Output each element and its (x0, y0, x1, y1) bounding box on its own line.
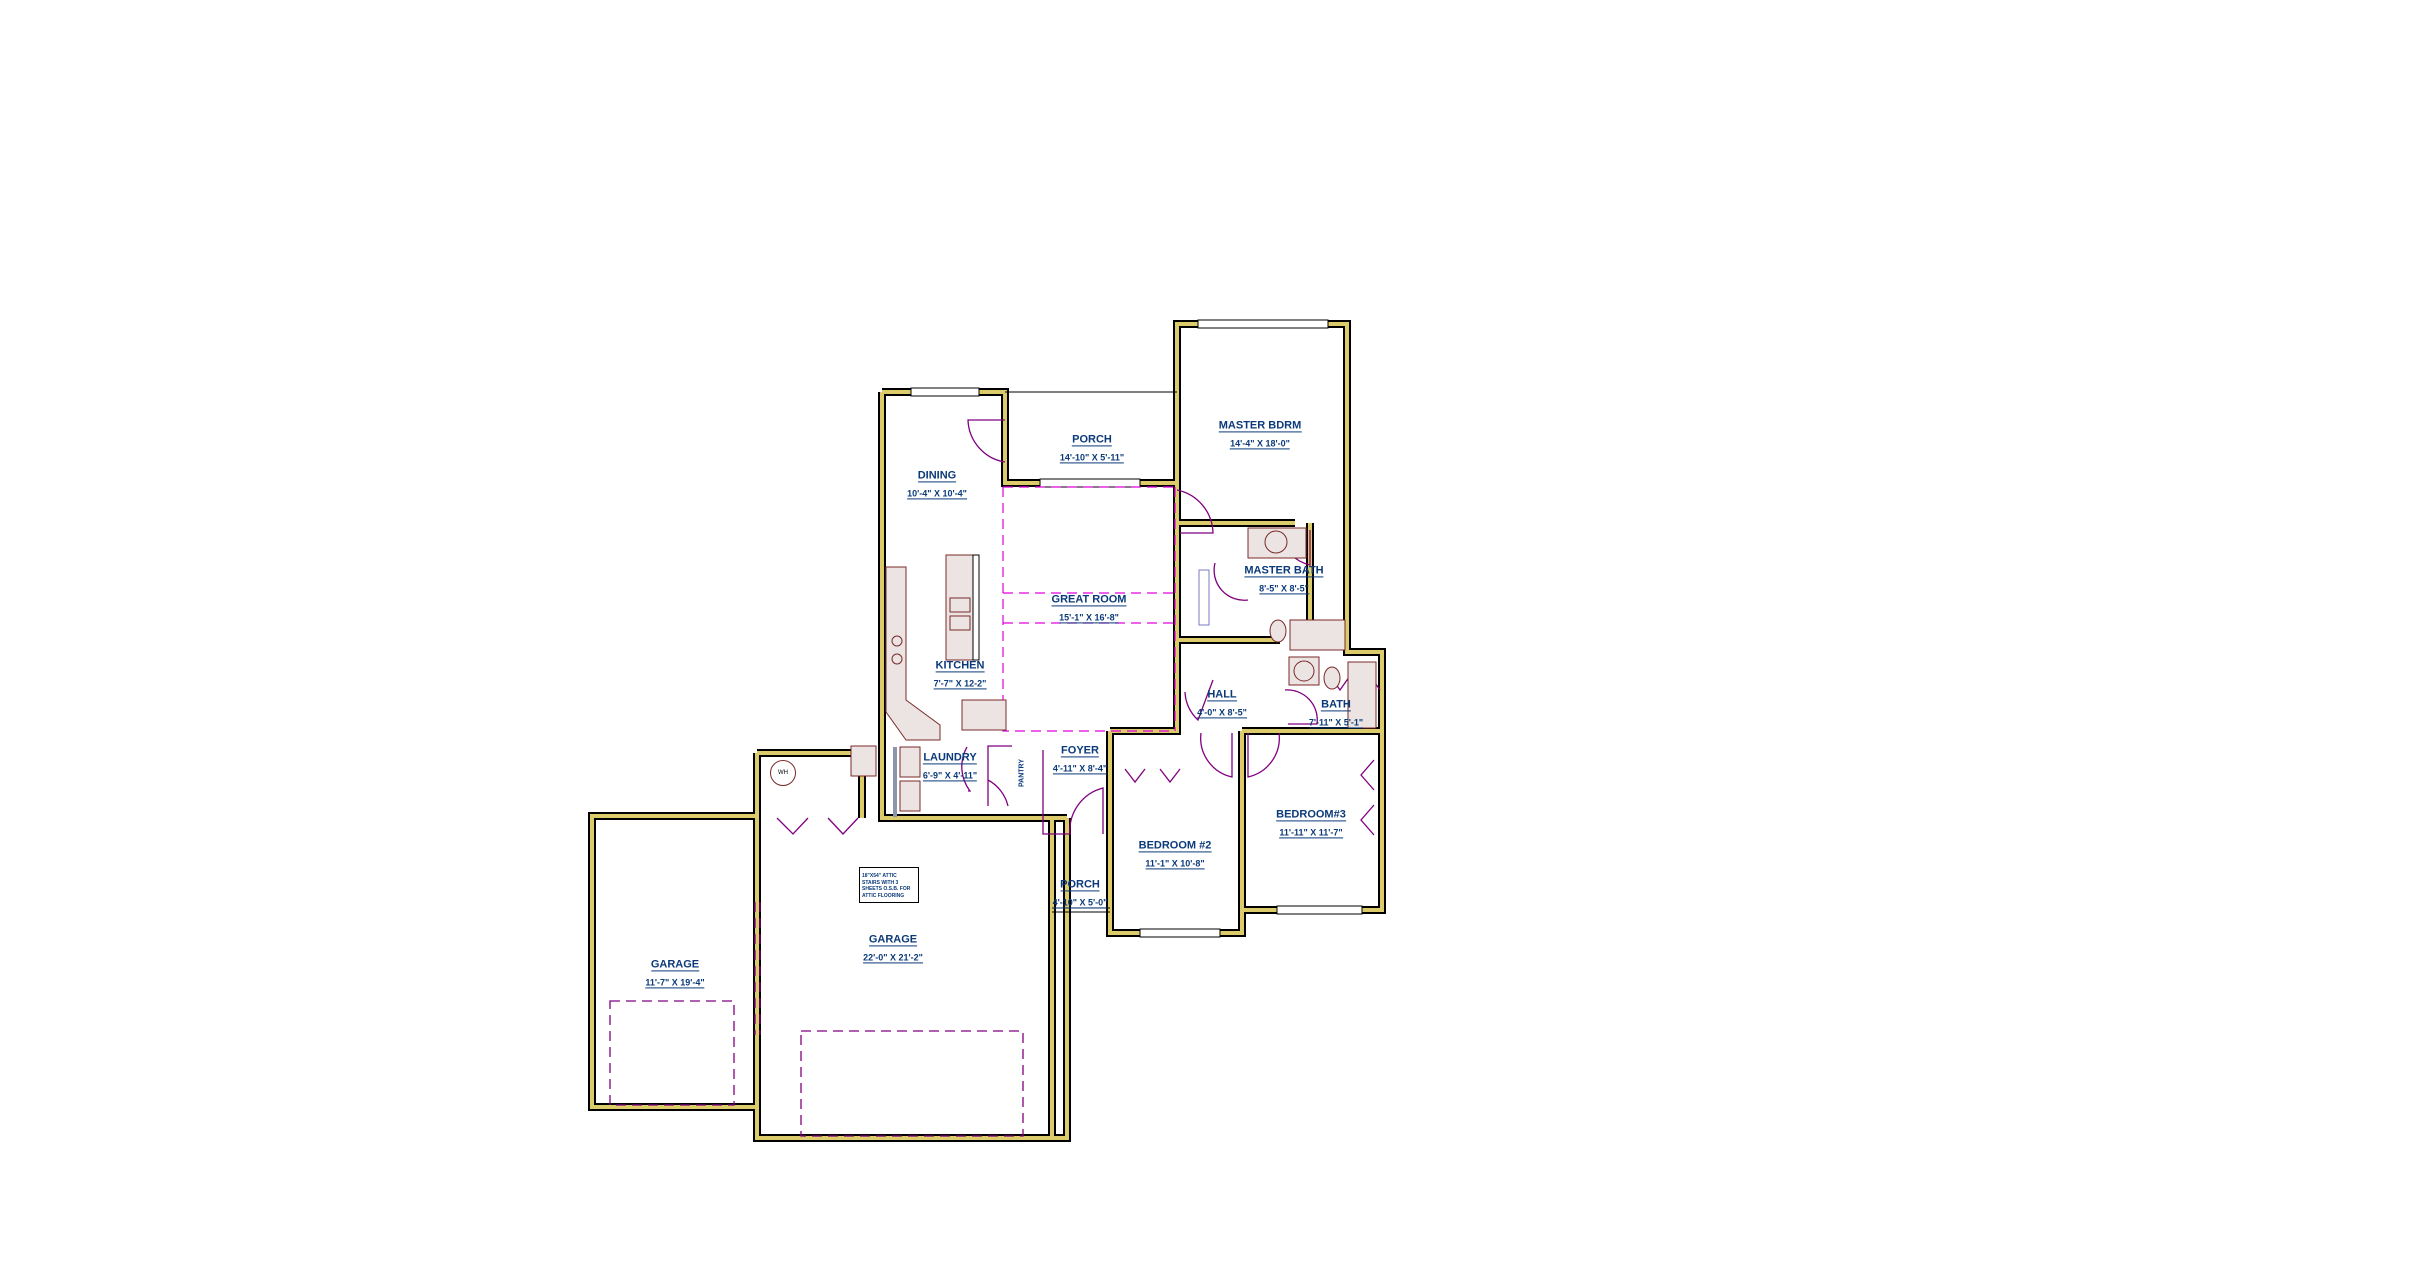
windows (910, 319, 1363, 938)
water-heater: WH (770, 760, 796, 786)
fixtures (850, 527, 1377, 817)
pantry-label: PANTRY (1018, 759, 1026, 787)
walls (588, 320, 1386, 1142)
door-swings (776, 419, 1381, 836)
attic-stairs-note: 18"X54" ATTIC STAIRS WITH 3 SHEETS O.S.B… (859, 867, 919, 903)
